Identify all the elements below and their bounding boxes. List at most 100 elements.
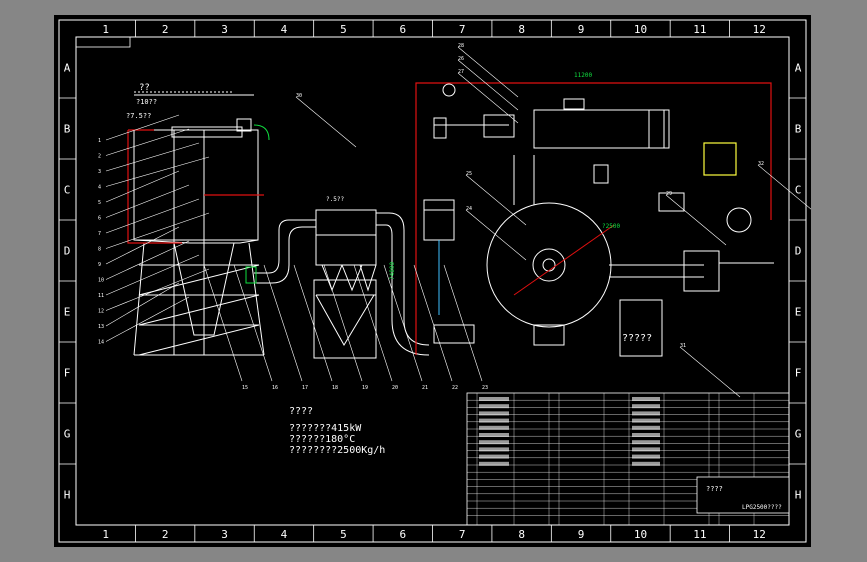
placeholder-box: [619, 299, 663, 357]
callout-leader: [105, 198, 200, 234]
outer-frame: [58, 19, 807, 543]
callout-leader: [413, 264, 453, 382]
callout-leader: [105, 128, 190, 156]
parts-list-cell-fill: [479, 397, 509, 401]
placeholder-box-label: ?????: [622, 333, 652, 344]
callout-leader: [105, 114, 180, 141]
tower-leg: [248, 242, 265, 356]
callout-number: 31: [680, 343, 686, 349]
callout-number: 19: [362, 385, 368, 391]
burner-end-cap: [648, 109, 670, 149]
callout-leader: [105, 156, 210, 187]
cyclone-head: [315, 209, 377, 236]
parts-list-cell-fill: [632, 433, 660, 437]
gear-unit: [658, 192, 685, 212]
diameter-dimension: ?2500: [602, 223, 620, 230]
title-block-code: LPG2500????: [742, 504, 782, 511]
callout-leader: [233, 264, 273, 382]
callout-number: 7: [98, 231, 101, 237]
grid-column-label: 6: [399, 528, 406, 541]
parts-list-cell-fill: [632, 411, 660, 416]
callout-number: 20: [392, 385, 398, 391]
callout-number: 4: [98, 185, 101, 191]
grid-column-label: 4: [281, 528, 288, 541]
grid-row-label: A: [795, 62, 802, 75]
callout-number: 29: [666, 191, 672, 197]
callout-number: 5: [98, 200, 101, 206]
furnace-outer-circle: [486, 202, 612, 328]
burner-drum: [533, 109, 665, 149]
grid-row-label: H: [795, 489, 802, 502]
parts-list-cell-fill: [479, 440, 509, 445]
callout-leader: [679, 346, 741, 398]
heater-pump: [433, 324, 475, 344]
title-block-cell: [696, 476, 790, 514]
burner-coupling: [483, 114, 515, 138]
callout-leader: [105, 254, 200, 296]
callout-number: 21: [422, 385, 428, 391]
parts-list-cell-fill: [479, 425, 509, 430]
spec-line-1: ???????415kW: [289, 423, 362, 434]
callout-number: 28: [458, 43, 464, 49]
furnace-drum: [486, 155, 774, 346]
tower-bottom: [133, 239, 259, 244]
grid-column-label: 12: [753, 528, 766, 541]
tower-body: [133, 129, 259, 241]
transfer-duct: [245, 219, 316, 284]
callout-leader: [105, 282, 180, 327]
fuel-valve: [593, 164, 609, 184]
callout-number: 27: [458, 69, 464, 75]
return-duct-outer: [376, 212, 430, 346]
callout-number: 10: [98, 278, 104, 284]
callout-number: 11: [98, 293, 104, 299]
specs-title: ????: [289, 406, 313, 417]
cyclone-body: [315, 234, 377, 266]
parts-list-cell-fill: [479, 461, 509, 466]
parts-list-cell-fill: [632, 440, 660, 445]
callout-number: 22: [452, 385, 458, 391]
parts-list-cell-fill: [632, 454, 660, 459]
callout-number: 26: [458, 56, 464, 62]
parts-list-cell-fill: [479, 454, 509, 459]
callout-leader: [665, 194, 727, 246]
cyclone-cone: [341, 264, 363, 292]
parts-list-table: ???? LPG2500????: [466, 392, 790, 526]
callout-number: 6: [98, 216, 101, 222]
level-mark-2: ?7.5??: [126, 112, 151, 120]
grid-column-label: 1: [102, 528, 109, 541]
callout-leader: [465, 209, 527, 261]
grid-column-label: 8: [518, 23, 525, 36]
grid-column-label: 8: [518, 528, 525, 541]
callout-leader: [295, 96, 357, 148]
grid-row-label: G: [795, 428, 802, 441]
parts-list-cell-fill: [632, 447, 660, 452]
grid-column-label: 10: [634, 23, 647, 36]
callout-leader: [105, 226, 180, 265]
duct-inner: [254, 226, 316, 284]
callout-number: 16: [272, 385, 278, 391]
callout-number: 2: [98, 154, 101, 160]
tower-leg: [133, 242, 145, 356]
grid-column-label: 12: [753, 23, 766, 36]
vertical-dimension: ?4800: [389, 262, 396, 280]
grid-row-label: H: [64, 489, 71, 502]
top-fan: [236, 118, 252, 132]
frame-corner-tab: [75, 36, 131, 48]
grid-column-label: 3: [221, 528, 228, 541]
outlet-fan: [683, 250, 720, 292]
cyclone-mark: ?.5??: [326, 196, 344, 203]
parts-list-cell-fill: [632, 404, 660, 409]
grid-row-label: F: [795, 367, 802, 380]
cyclone-hopper: [315, 294, 375, 346]
spec-line-2: ??????180°C: [289, 434, 355, 445]
grid-row-label: B: [64, 123, 71, 136]
parts-list-cell-fill: [632, 461, 660, 466]
grid-column-label: 2: [162, 528, 169, 541]
callout-leader: [105, 268, 210, 311]
